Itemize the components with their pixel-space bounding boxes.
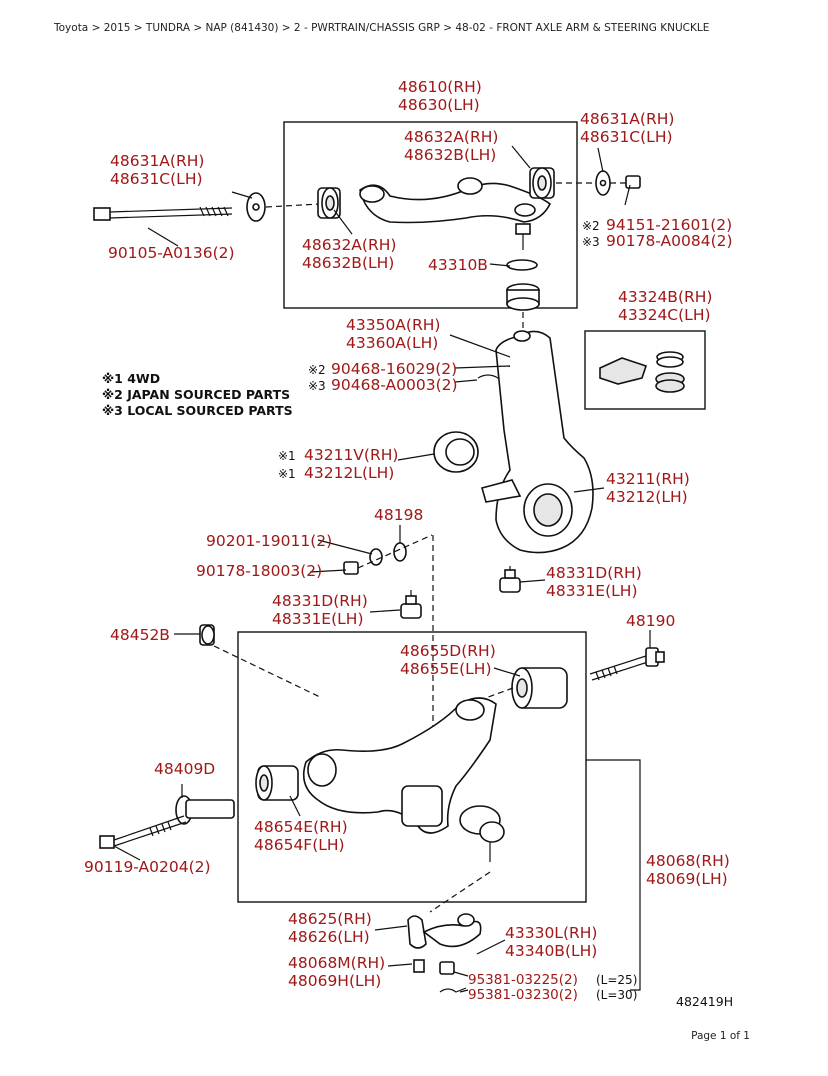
label-43212: 43212(LH)	[606, 488, 688, 506]
bolt-48190-icon	[589, 647, 665, 681]
mark-43211v: ※1	[278, 449, 296, 463]
cotter-pin-lower-icon	[439, 987, 467, 993]
label-48452b: 48452B	[110, 626, 170, 644]
label-48632a-top: 48632A(RH)	[404, 128, 498, 146]
label-48654f: 48654F(LH)	[254, 836, 345, 854]
label-90178a: 90178-A0084(2)	[606, 232, 733, 250]
label-90468-2: 90468-A0003(2)	[331, 376, 458, 394]
label-43310b: 43310B	[428, 256, 488, 274]
label-48068m: 48068M(RH)	[288, 954, 385, 972]
label-48655d: 48655D(RH)	[400, 642, 496, 660]
label-48331e-right: 48331E(LH)	[546, 582, 638, 600]
stopper-48331-right-icon	[499, 566, 521, 593]
mark-90468-1: ※2	[308, 363, 326, 377]
lower-arm-bracket	[586, 759, 641, 991]
snap-ring-43310b-icon	[506, 259, 538, 271]
label-48069h: 48069H(LH)	[288, 972, 381, 990]
diagram-id: 482419H	[676, 994, 733, 1009]
label-48331d-left: 48331D(RH)	[272, 592, 368, 610]
length-l30: (L=30)	[596, 988, 637, 1002]
bolt-90119-icon	[99, 815, 187, 849]
lower-control-arm-icon	[302, 697, 505, 862]
label-48625: 48625(RH)	[288, 910, 372, 928]
steering-knuckle-icon	[481, 330, 594, 554]
boot-kit-frame	[584, 330, 706, 410]
legend-text: 4WD	[127, 371, 160, 386]
label-48610: 48610(RH)	[398, 78, 482, 96]
label-43330l: 43330L(RH)	[505, 924, 597, 942]
label-90468-1: 90468-16029(2)	[331, 360, 457, 378]
label-48198: 48198	[374, 506, 423, 524]
label-95381-1: 95381-03225(2)	[468, 972, 578, 988]
label-43340b: 43340B(LH)	[505, 942, 597, 960]
mark-90468-2: ※3	[308, 379, 326, 393]
label-43360a: 43360A(LH)	[346, 334, 438, 352]
lower-arm-frame	[237, 631, 587, 903]
label-94151: 94151-21601(2)	[606, 216, 732, 234]
legend-item-1: ※2 JAPAN SOURCED PARTS	[102, 387, 290, 402]
label-90105: 90105-A0136(2)	[108, 244, 235, 262]
upper-control-arm-icon	[359, 177, 552, 250]
label-43350a: 43350A(RH)	[346, 316, 440, 334]
ball-joint-boot-icon	[506, 283, 540, 311]
label-48631c-right: 48631C(LH)	[580, 128, 673, 146]
cam-plate-48452b-icon	[199, 624, 215, 646]
label-90119: 90119-A0204(2)	[84, 858, 211, 876]
label-48632b-low: 48632B(LH)	[302, 254, 394, 272]
label-48068: 48068(RH)	[646, 852, 730, 870]
label-48331d-right: 48331D(RH)	[546, 564, 642, 582]
label-48655e: 48655E(LH)	[400, 660, 492, 678]
page-counter: Page 1 of 1	[691, 1030, 750, 1042]
legend-mark: ※1	[102, 371, 127, 386]
label-43324c: 43324C(LH)	[618, 306, 711, 324]
upper-arm-frame	[283, 121, 578, 309]
knuckle-arm-48625-icon	[407, 913, 482, 949]
breadcrumb: Toyota > 2015 > TUNDRA > NAP (841430) > …	[54, 22, 710, 34]
stopper-48331-left-icon	[400, 590, 422, 619]
label-48409d: 48409D	[154, 760, 215, 778]
label-43211: 43211(RH)	[606, 470, 690, 488]
legend-item-0: ※1 4WD	[102, 371, 160, 386]
nut-upper-right-icon	[625, 175, 641, 189]
legend-item-2: ※3 LOCAL SOURCED PARTS	[102, 403, 293, 418]
label-48631a-left: 48631A(RH)	[110, 152, 204, 170]
label-48069: 48069(LH)	[646, 870, 728, 888]
label-95381-2: 95381-03230(2)	[468, 987, 578, 1003]
boot-kit-parts-icon	[599, 351, 685, 393]
label-48630: 48630(LH)	[398, 96, 480, 114]
bolt-48068m-icon	[413, 959, 425, 973]
label-48632b-top: 48632B(LH)	[404, 146, 496, 164]
label-48654e: 48654E(RH)	[254, 818, 348, 836]
label-43211v: 43211V(RH)	[304, 446, 398, 464]
label-48631a-right: 48631A(RH)	[580, 110, 674, 128]
legend-text: LOCAL SOURCED PARTS	[127, 403, 292, 418]
washer-48198-icon	[393, 542, 407, 562]
mark-94151: ※2	[582, 219, 600, 233]
label-43324b: 43324B(RH)	[618, 288, 712, 306]
legend: ※1 4WD ※2 JAPAN SOURCED PARTS ※3 LOCAL S…	[102, 371, 293, 418]
label-48626: 48626(LH)	[288, 928, 370, 946]
lower-bushing-right-icon	[511, 667, 568, 709]
cotter-pin-upper-icon	[477, 373, 511, 379]
label-90178b: 90178-18003(2)	[196, 562, 322, 580]
upper-bushing-right-icon	[529, 167, 555, 199]
label-90201: 90201-19011(2)	[206, 532, 332, 550]
washer-90201-icon	[369, 548, 383, 566]
mark-43212l: ※1	[278, 467, 296, 481]
label-43212l: 43212L(LH)	[304, 464, 394, 482]
label-48331e-left: 48331E(LH)	[272, 610, 364, 628]
nut-90178-icon	[343, 561, 359, 575]
label-48631c-left: 48631C(LH)	[110, 170, 203, 188]
bolt-90105-icon	[93, 206, 233, 221]
lower-bushing-left-icon	[255, 765, 299, 801]
legend-text: JAPAN SOURCED PARTS	[126, 387, 290, 402]
label-48632a-low: 48632A(RH)	[302, 236, 396, 254]
label-48190: 48190	[626, 612, 675, 630]
legend-mark: ※2	[102, 387, 127, 402]
length-l25: (L=25)	[596, 973, 637, 987]
legend-mark: ※3	[102, 403, 127, 418]
mark-90178a: ※3	[582, 235, 600, 249]
nut-95381-icon	[439, 961, 455, 975]
